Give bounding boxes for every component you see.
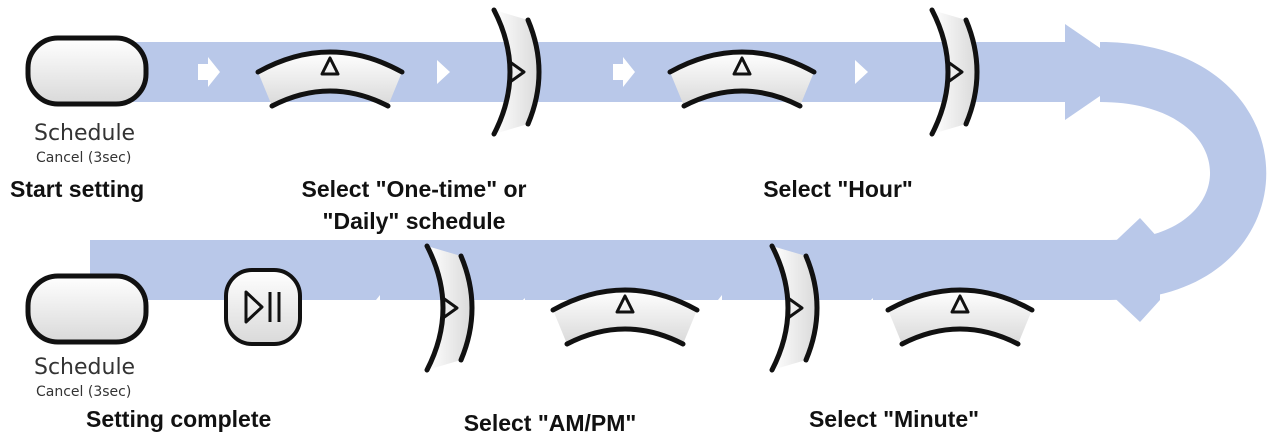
schedule-button-sub-label: Cancel (3sec): [36, 384, 132, 400]
step-start-caption: Start setting: [10, 176, 145, 202]
step-type-caption-line2: "Daily" schedule: [322, 208, 506, 234]
rounded-button-icon: [25, 273, 149, 345]
play-pause-icon: [224, 268, 302, 346]
or-text: or: [166, 296, 186, 318]
step-complete-caption: Setting complete: [86, 406, 272, 432]
chevron-icon: [198, 57, 868, 87]
schedule-button-sub-label: Cancel (3sec): [36, 150, 132, 166]
right-arrow-key-icon: [427, 246, 472, 370]
up-arrow-key-icon: [888, 290, 1032, 344]
flow-arrow-icon: [90, 24, 1267, 322]
rounded-button-icon: [25, 35, 149, 107]
up-arrow-key-icon: [553, 290, 697, 344]
step-minute-caption: Select "Minute": [808, 406, 980, 432]
step-hour-caption: Select "Hour": [763, 176, 913, 202]
chevron-icon: [368, 295, 873, 325]
step-ampm-caption: Select "AM/PM": [463, 410, 637, 436]
schedule-button-label: Schedule: [34, 355, 136, 380]
schedule-button-label: Schedule: [34, 121, 136, 146]
step-type-caption-line1: Select "One-time" or: [301, 176, 527, 202]
right-arrow-key-icon: [772, 246, 817, 370]
